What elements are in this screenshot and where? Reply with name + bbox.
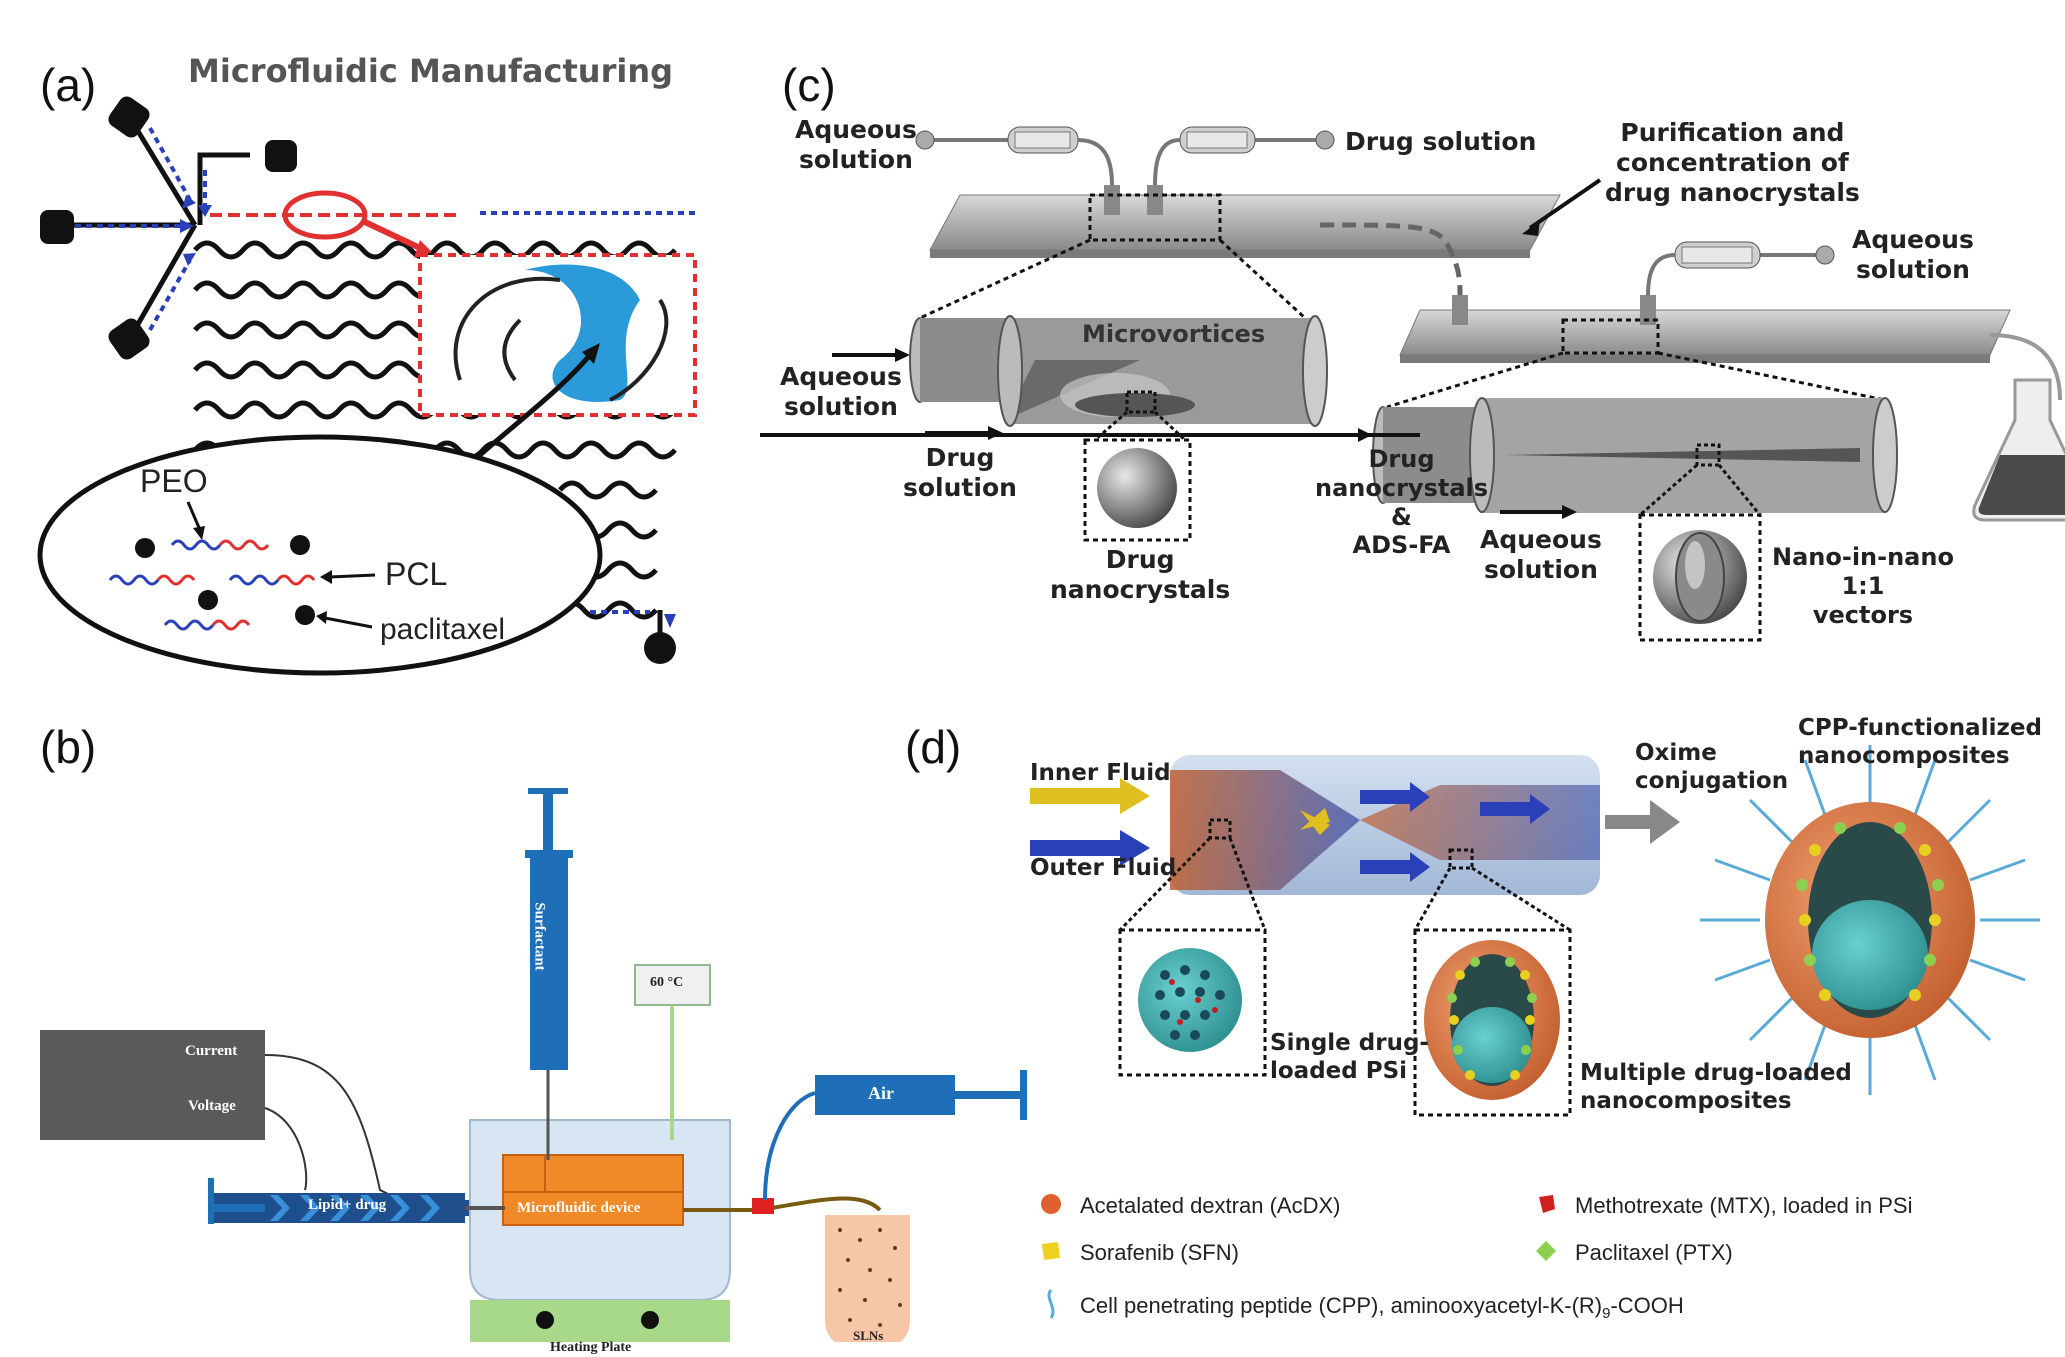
aqueous-solution-left-label: Aqueous solution [780, 362, 902, 421]
oxime-label: Oxime conjugation [1635, 740, 1789, 794]
panel-d-label: (d) [905, 721, 962, 773]
mtx-icon [1535, 1193, 1557, 1221]
legend-text-ptx: Paclitaxel (PTX) [1575, 1240, 1733, 1265]
panel-c-label: (c) [782, 59, 836, 111]
temperature-label: 60 °C [650, 975, 684, 990]
voltage-label: Voltage [188, 1098, 236, 1114]
microfluidic-chip-diagram [37, 96, 700, 676]
single-drug-label: Single drug- loaded PSi [1270, 1030, 1429, 1084]
legend-text-sfn: Sorafenib (SFN) [1080, 1240, 1239, 1265]
lipid-drug-label: Lipid+ drug [308, 1197, 387, 1213]
legend-item-cpp: Cell penetrating peptide (CPP), aminooxy… [1040, 1288, 1684, 1326]
aqueous-solution-right-label: Aqueous solution [1852, 225, 1974, 284]
microvortices-label: Microvortices [1082, 320, 1266, 348]
inner-fluid-label: Inner Fluid [1030, 760, 1171, 786]
aqueous-solution-bottom-label: Aqueous solution [1480, 525, 1602, 584]
drug-solution-top-label: Drug solution [1345, 127, 1537, 156]
legend-text-acdx: Acetalated dextran (AcDX) [1080, 1193, 1341, 1218]
panel-a-title: Microfluidic Manufacturing [188, 52, 673, 90]
legend-text-cpp-tail: -COOH [1610, 1292, 1684, 1318]
drug-nanocrystals-label: Drug nanocrystals [1050, 545, 1231, 604]
panel-c: (c) [760, 0, 2065, 680]
outer-fluid-label: Outer Fluid [1030, 855, 1177, 881]
air-label: Air [868, 1083, 894, 1103]
nanocrystal-chip-diagram [760, 126, 2065, 642]
cpp-icon [1040, 1288, 1062, 1326]
peo-label: PEO [140, 463, 208, 499]
sfn-icon [1040, 1240, 1062, 1268]
device-label: Microfluidic device [517, 1200, 641, 1216]
sln-setup-diagram [40, 788, 1027, 1342]
drug-solution-left-label: Drug solution [903, 443, 1017, 502]
legend-item-ptx: Paclitaxel (PTX) [1535, 1240, 1733, 1268]
slns-label: SLNs [853, 1328, 884, 1343]
purification-label: Purification and concentration of drug n… [1605, 118, 1860, 207]
legend-item-sfn: Sorafenib (SFN) [1040, 1240, 1239, 1268]
legend-item-acdx: Acetalated dextran (AcDX) [1040, 1193, 1340, 1221]
aqueous-solution-top-label: Aqueous solution [795, 115, 917, 174]
acdx-sphere-icon [1040, 1193, 1062, 1221]
nano-in-nano-label: Nano-in-nano 1:1 vectors [1772, 543, 1954, 629]
legend-text-mtx: Methotrexate (MTX), loaded in PSi [1575, 1193, 1913, 1218]
ptx-icon [1535, 1240, 1557, 1268]
pcl-label: PCL [385, 556, 448, 592]
legend-item-mtx: Methotrexate (MTX), loaded in PSi [1535, 1193, 1912, 1221]
panel-a: (a) Microfluidic Manufacturing [0, 0, 700, 680]
legend-text-cpp-subscript: 9 [1602, 1305, 1611, 1323]
panel-a-label: (a) [40, 59, 97, 111]
paclitaxel-label: paclitaxel [380, 613, 506, 646]
nanocomposite-diagram [1030, 745, 2040, 1117]
panel-b: (b) [0, 700, 1040, 1355]
drug-nanocrystals-adsfa-label: Drug nanocrystals & ADS-FA [1315, 445, 1489, 560]
panel-d: (d) [880, 700, 2065, 1342]
panel-b-label: (b) [40, 721, 97, 773]
cpp-functionalized-label: CPP-functionalized nanocomposites [1798, 715, 2042, 769]
heating-plate-label: Heating Plate [550, 1340, 632, 1355]
legend-text-cpp: Cell penetrating peptide (CPP), aminooxy… [1080, 1292, 1603, 1318]
multiple-drug-label: Multiple drug-loaded nanocomposites [1580, 1060, 1852, 1114]
surfactant-label: Surfactant [531, 902, 548, 971]
current-label: Current [185, 1043, 238, 1059]
